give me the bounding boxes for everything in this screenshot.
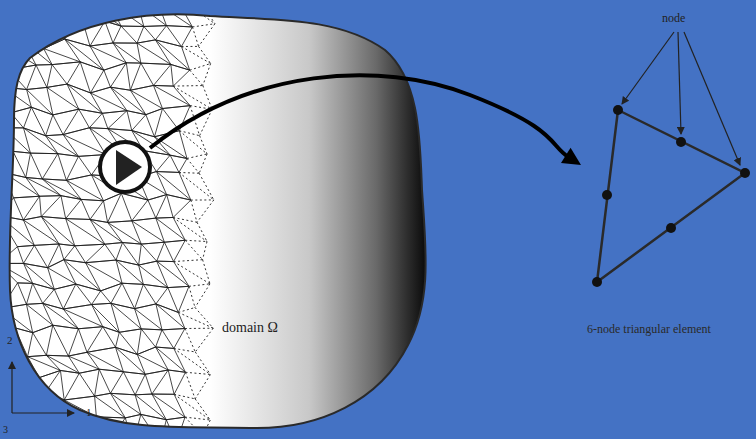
element-caption: 6-node triangular element [587,322,711,337]
element-node [740,168,750,178]
zoom-arrow [150,75,581,165]
element-node [676,137,686,147]
mesh [0,0,192,439]
domain-region: domain Ω [0,0,440,439]
axis-label: 1 [86,406,92,418]
axis-label: 2 [7,334,13,346]
mesh-edge [173,0,215,436]
element-node [613,105,623,115]
zoom-circle [100,142,150,192]
node-label: node [662,11,685,26]
triangle-element [585,95,756,340]
element-node [602,190,612,200]
leader-lines [622,32,740,165]
selected-element [116,150,142,185]
element-node [592,277,602,287]
element-node [666,223,676,233]
element-figure: 6-node triangular element [585,95,756,340]
region-label: domain Ω [222,320,278,336]
axis-label: 3 [3,424,8,435]
domain-shape [0,0,440,439]
